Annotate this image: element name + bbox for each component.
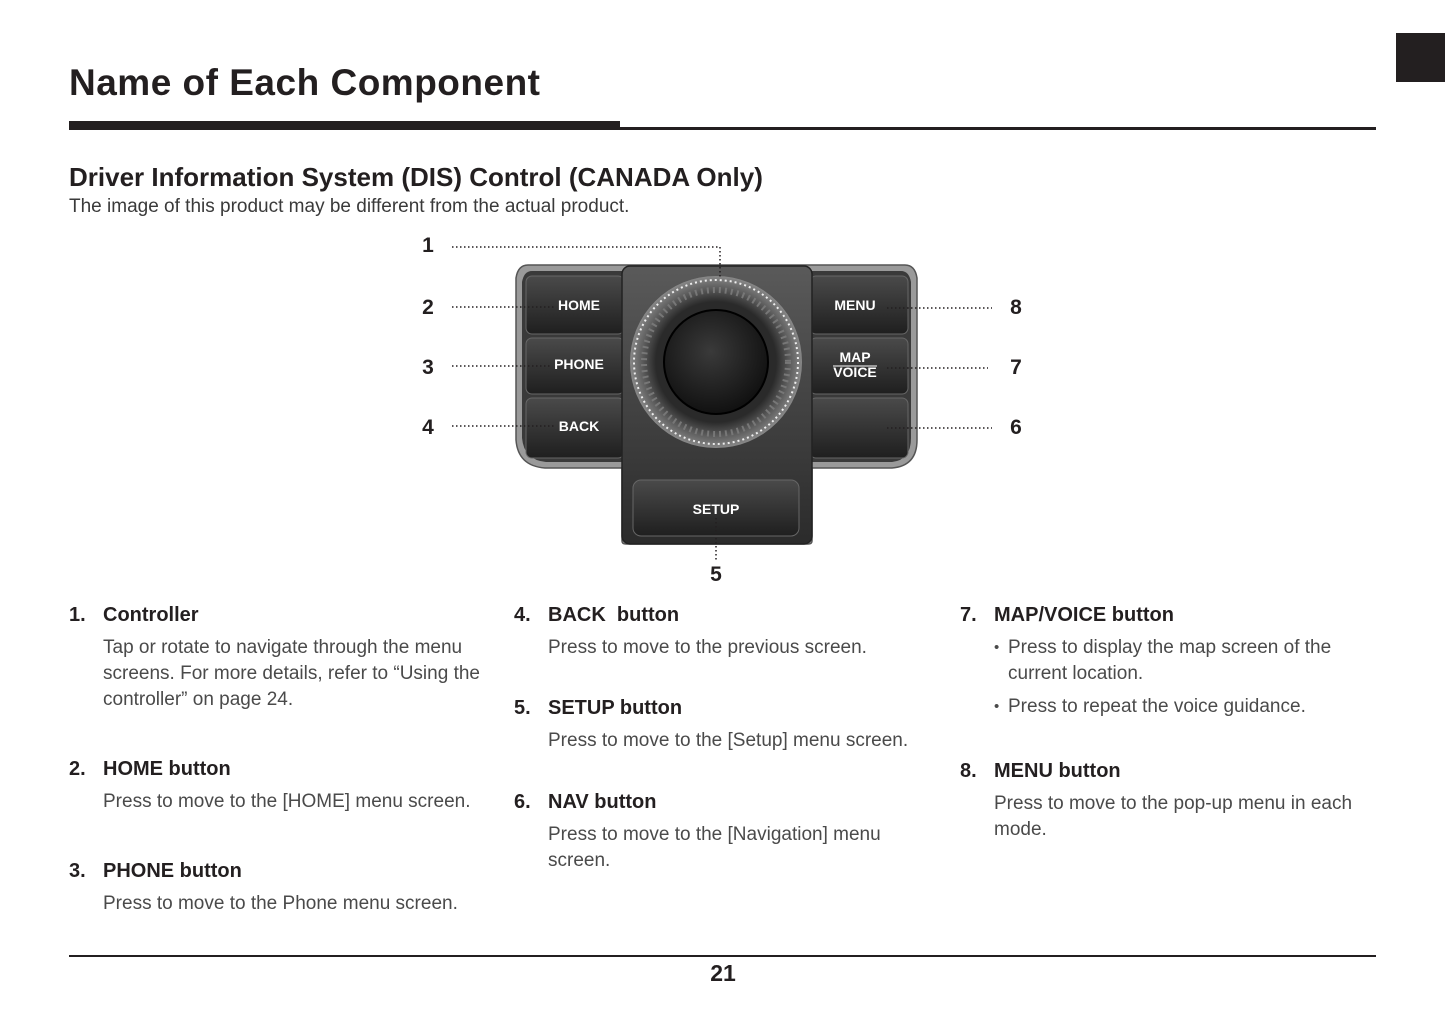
item-title: SETUP button bbox=[548, 697, 683, 719]
item-description: Press to move to the previous screen. bbox=[548, 637, 867, 658]
item-bullet: Press to repeat the voice guidance. bbox=[994, 694, 1376, 720]
item-description: Press to move to the [Navigation] menu s… bbox=[548, 824, 881, 871]
item-title: MENU button bbox=[994, 760, 1121, 782]
item-description: Press to move to the pop-up menu in each… bbox=[994, 793, 1353, 840]
item-description: Tap or rotate to navigate through the me… bbox=[103, 637, 480, 710]
page-number: 21 bbox=[710, 960, 736, 986]
callout-8: 8 bbox=[1010, 296, 1022, 319]
title-rule-thick bbox=[69, 121, 620, 130]
callout-7: 7 bbox=[1010, 356, 1022, 379]
items-column-1: 1. Controller Tap or rotate to navigate t… bbox=[69, 601, 489, 917]
item-map-voice-button: 7. MAP/VOICE button Press to display the … bbox=[960, 601, 1376, 720]
item-back-button: 4. BACK button Press to move to the previ… bbox=[514, 601, 934, 661]
title-rule-thin bbox=[620, 127, 1376, 130]
item-description: Press to move to the Phone menu screen. bbox=[103, 893, 458, 914]
footer-rule bbox=[69, 955, 1376, 957]
item-phone-button: 3. PHONE button Press to move to the Phon… bbox=[69, 857, 489, 917]
voice-label: VOICE bbox=[833, 364, 877, 380]
setup-button-shape[interactable] bbox=[632, 479, 800, 537]
item-title: MAP/VOICE button bbox=[994, 604, 1174, 626]
section-subtitle: Driver Information System (DIS) Control … bbox=[69, 162, 763, 192]
item-home-button: 2. HOME button Press to move to the [HOME… bbox=[69, 755, 489, 815]
callout-6: 6 bbox=[1010, 416, 1022, 439]
section-tab bbox=[1396, 33, 1445, 82]
back-label: BACK bbox=[559, 418, 599, 434]
item-title: PHONE button bbox=[103, 860, 242, 882]
callout-4: 4 bbox=[422, 416, 434, 439]
setup-label: SETUP bbox=[693, 501, 740, 517]
map-label: MAP bbox=[839, 349, 870, 365]
item-number: 4. bbox=[514, 604, 531, 626]
item-title: Controller bbox=[103, 604, 199, 626]
item-number: 6. bbox=[514, 791, 531, 813]
item-title: BACK button bbox=[548, 604, 680, 626]
image-disclaimer: The image of this product may be differe… bbox=[69, 196, 630, 217]
controller-ring-grip bbox=[641, 287, 791, 437]
item-number: 5. bbox=[514, 697, 531, 719]
item-number: 7. bbox=[960, 604, 977, 626]
callout-3: 3 bbox=[422, 356, 434, 379]
item-number: 2. bbox=[69, 758, 86, 780]
item-menu-button: 8. MENU button Press to move to the pop-u… bbox=[960, 757, 1376, 843]
item-description: Press to move to the [Setup] menu screen… bbox=[548, 730, 909, 751]
phone-label: PHONE bbox=[554, 356, 604, 372]
item-number: 3. bbox=[69, 860, 86, 882]
item-number: 1. bbox=[69, 604, 86, 626]
callout-1: 1 bbox=[422, 234, 434, 257]
item-description: Press to move to the [HOME] menu screen. bbox=[103, 791, 471, 812]
controller-knob[interactable] bbox=[663, 309, 769, 415]
callout-2: 2 bbox=[422, 296, 434, 319]
home-label: HOME bbox=[558, 297, 600, 313]
menu-label: MENU bbox=[834, 297, 875, 313]
callout-5: 5 bbox=[710, 563, 722, 586]
item-title: HOME button bbox=[103, 758, 231, 780]
controller-ring-dots bbox=[633, 279, 799, 445]
items-column-2: 4. BACK button Press to move to the previ… bbox=[514, 601, 934, 874]
page-title: Name of Each Component bbox=[69, 62, 541, 103]
item-setup-button: 5. SETUP button Press to move to the [Set… bbox=[514, 694, 934, 754]
nav-button-shape[interactable] bbox=[809, 397, 909, 459]
item-title: NAV button bbox=[548, 791, 657, 813]
item-controller: 1. Controller Tap or rotate to navigate t… bbox=[69, 601, 489, 713]
item-bullet: Press to display the map screen of the c… bbox=[994, 635, 1376, 687]
item-nav-button: 6. NAV button Press to move to the [Navig… bbox=[514, 788, 934, 874]
item-number: 8. bbox=[960, 760, 977, 782]
items-column-3: 7. MAP/VOICE button Press to display the … bbox=[960, 601, 1376, 843]
dis-control-diagram: HOME PHONE BACK MENU MAP VOICE SETUP 1 2… bbox=[422, 234, 1022, 586]
